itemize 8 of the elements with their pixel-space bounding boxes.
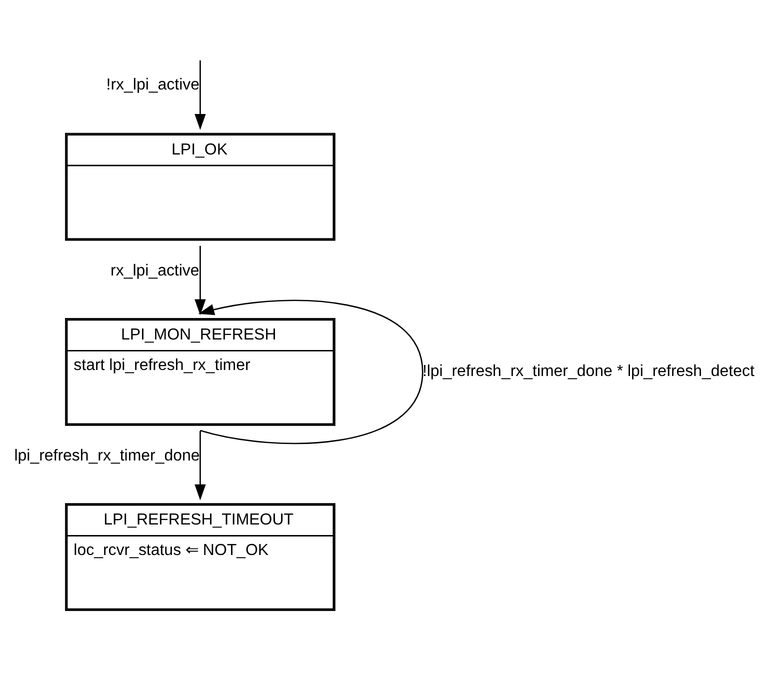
edge-label: rx_lpi_active [110,262,200,280]
arrow [198,300,424,444]
edge-label: lpi_refresh_rx_timer_done [14,447,200,464]
arrow [194,431,206,500]
edge-label: !rx_lpi_active [106,76,200,94]
arrow [194,246,206,316]
edge-label: !lpi_refresh_rx_timer_done * lpi_refresh_detect [422,363,754,380]
arrow [194,60,206,130]
